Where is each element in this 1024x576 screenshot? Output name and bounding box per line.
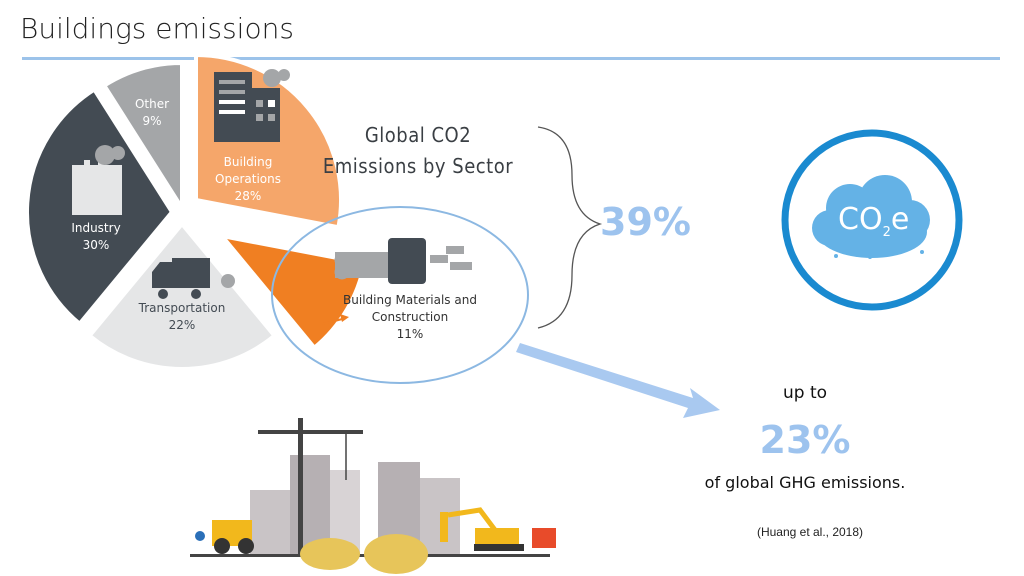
slice-label: Industry 30%	[16, 220, 176, 254]
building-icon	[214, 69, 290, 142]
construction-illustration	[190, 418, 556, 574]
slice-name: Construction	[371, 310, 449, 324]
ghg-text: of global GHG emissions.	[704, 473, 906, 492]
ghg-share: 23%	[759, 418, 851, 462]
slice-name: Building	[223, 155, 273, 169]
slice-label: Transportation 22%	[102, 300, 262, 334]
highlight-ellipse	[271, 206, 529, 384]
slice-name: Transportation	[138, 301, 226, 315]
big-arrow-icon	[516, 343, 720, 418]
slice-name: Building Materials and	[343, 293, 477, 307]
slice-value: 11%	[396, 327, 424, 341]
slice-value: 22%	[168, 318, 196, 332]
citation: (Huang et al., 2018)	[756, 525, 864, 539]
truck-icon	[152, 258, 235, 299]
pie-slice-other	[101, 60, 184, 215]
slice-name: Industry	[71, 221, 121, 235]
brace-icon	[537, 126, 603, 329]
slice-name: Other	[134, 97, 170, 111]
slice-value: 30%	[82, 238, 110, 252]
pie-slice-transportation	[86, 220, 278, 371]
buildings-share: 39%	[600, 200, 691, 244]
slice-value: 9%	[142, 114, 162, 128]
slide-title: Buildings emissions	[20, 12, 294, 45]
up-to-text: up to	[782, 383, 828, 403]
co2-cloud-icon	[781, 129, 963, 311]
chart-title: Global CO2 Emissions by Sector	[322, 123, 514, 178]
slice-label: Other 9%	[72, 96, 232, 130]
slice-value: 28%	[234, 189, 262, 203]
factory-icon	[72, 145, 125, 215]
title-divider	[22, 57, 1000, 60]
materials-icon	[334, 238, 472, 284]
slice-name: Operations	[215, 172, 281, 186]
co2-label: CO2e	[838, 202, 910, 240]
